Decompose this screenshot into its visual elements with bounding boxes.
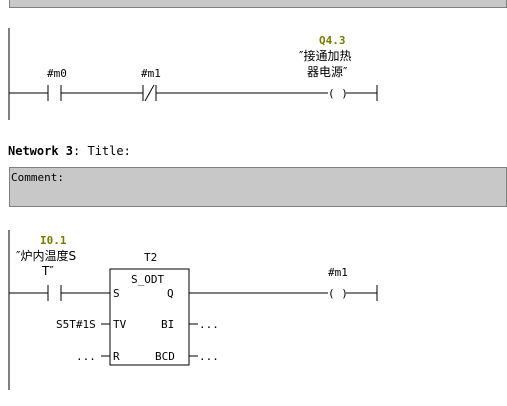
network3-coil[interactable]: ( ): [328, 287, 348, 300]
timer-pin-bcd: BCD: [155, 350, 175, 363]
network2-contact-m0[interactable]: [47, 85, 62, 101]
timer-type: S_ODT: [131, 273, 164, 286]
network3-comment-box[interactable]: Comment:: [9, 167, 507, 207]
network2-coil[interactable]: ( ): [328, 87, 348, 100]
network2-contact-m1-label: #m1: [141, 67, 161, 80]
timer-r-value[interactable]: ...: [76, 350, 96, 363]
network2-coil-address: Q4.3: [319, 34, 346, 47]
timer-s-odt-box[interactable]: [109, 268, 190, 366]
timer-bi-value[interactable]: ...: [199, 318, 219, 331]
network2-coil-symbol-line2: 器电源″: [307, 65, 348, 79]
network3-contact-i01[interactable]: [47, 285, 62, 301]
timer-tv-value[interactable]: S5T#1S: [56, 318, 96, 331]
network2-coil-symbol-line1: ″接通加热: [299, 48, 351, 63]
network3-title: Network 3: Title:: [8, 144, 131, 158]
timer-pin-q: Q: [167, 287, 174, 300]
network2-contact-m1-negated[interactable]: [142, 84, 157, 102]
network3-contact-address: I0.1: [40, 234, 67, 247]
network2-contact-m0-label: #m0: [47, 67, 67, 80]
timer-name: T2: [144, 251, 157, 264]
timer-pin-s: S: [113, 287, 120, 300]
network3-coil-label: #m1: [328, 266, 348, 279]
network3-contact-symbol-line1: ″炉内温度S: [16, 248, 76, 263]
timer-pin-tv: TV: [113, 318, 127, 331]
timer-pin-r: R: [113, 350, 120, 363]
network3-title-text: : Title:: [73, 144, 131, 158]
timer-bcd-value[interactable]: ...: [199, 350, 219, 363]
timer-pin-bi: BI: [161, 318, 174, 331]
network3-contact-symbol-line2: T″: [41, 264, 54, 278]
network3-comment-label: Comment:: [11, 171, 64, 184]
network3-title-label: Network 3: [8, 144, 74, 158]
